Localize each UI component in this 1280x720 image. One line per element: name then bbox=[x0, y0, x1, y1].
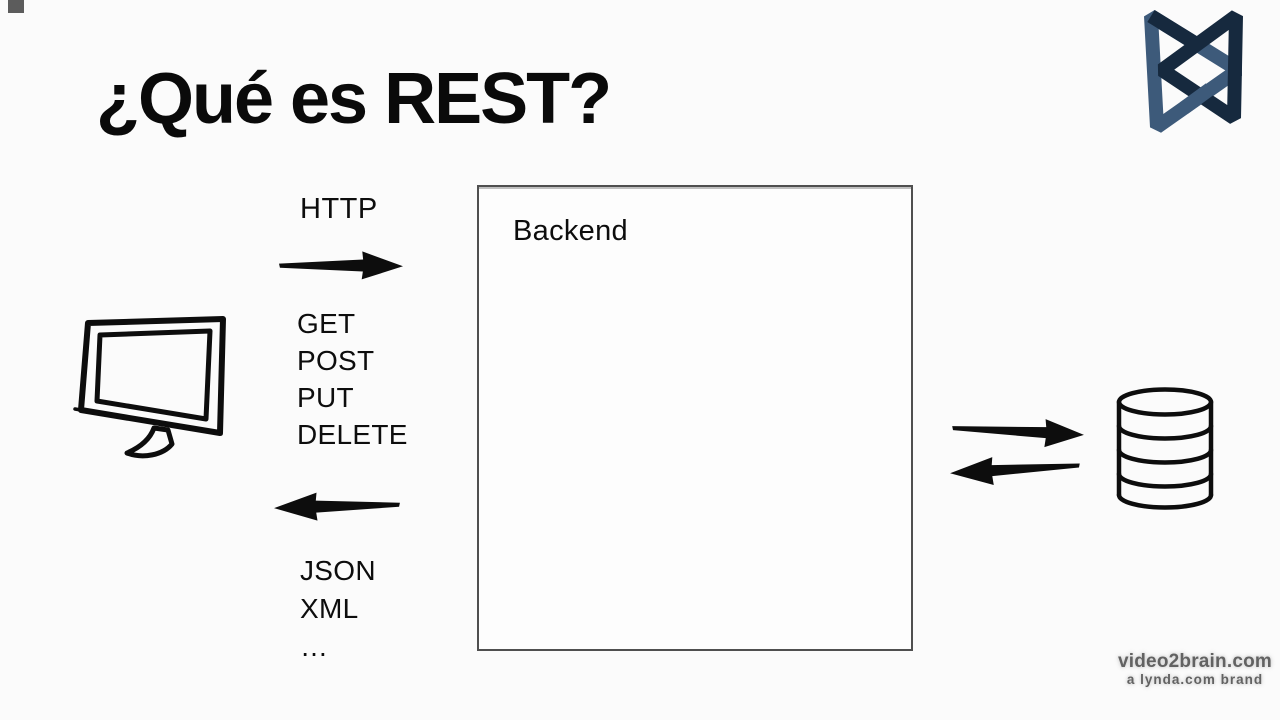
page-title: ¿Qué es REST? bbox=[96, 59, 612, 139]
backend-to-db-arrow-icon bbox=[952, 419, 1084, 448]
request-arrow-right-icon bbox=[279, 251, 403, 280]
client-computer-icon bbox=[73, 316, 226, 459]
backend-label: Backend bbox=[513, 215, 628, 247]
watermark: video2brain.com a lynda.com brand bbox=[1114, 651, 1276, 688]
watermark-brand: video2brain.com bbox=[1118, 651, 1272, 672]
db-to-backend-arrow-icon bbox=[950, 457, 1080, 486]
http-protocol-label: HTTP bbox=[300, 193, 378, 225]
response-arrow-left-icon bbox=[274, 492, 400, 521]
video2brain-logo-icon bbox=[1144, 10, 1243, 133]
http-method-put: PUT bbox=[297, 382, 354, 413]
response-format-ellipsis: … bbox=[300, 631, 329, 662]
response-formats-list: JSON XML … bbox=[300, 552, 376, 666]
corner-artifact bbox=[8, 0, 24, 13]
http-methods-list: GET POST PUT DELETE bbox=[297, 305, 408, 453]
http-method-get: GET bbox=[297, 308, 356, 339]
http-method-delete: DELETE bbox=[297, 419, 408, 450]
watermark-tagline: a lynda.com brand bbox=[1126, 672, 1264, 687]
backend-box: Backend bbox=[477, 185, 913, 651]
database-icon bbox=[1116, 387, 1214, 510]
response-format-json: JSON bbox=[300, 555, 376, 586]
response-format-xml: XML bbox=[300, 593, 359, 624]
http-method-post: POST bbox=[297, 345, 375, 376]
